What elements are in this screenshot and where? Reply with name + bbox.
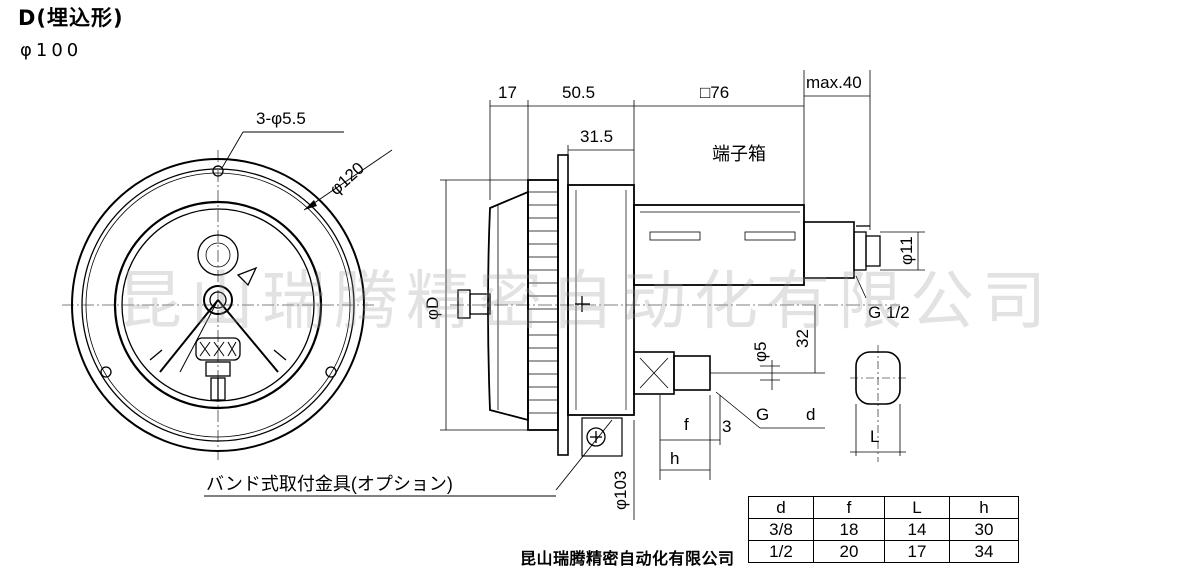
side-view xyxy=(440,70,925,520)
label-f: f xyxy=(684,415,689,434)
table-header-h: h xyxy=(949,496,1019,519)
table-header-f: f xyxy=(813,496,885,519)
label-d: d xyxy=(806,405,815,424)
watermark: 昆山瑞腾精密自动化有限公司 xyxy=(118,265,1054,339)
label-band-note: バンド式取付金具(オプション) xyxy=(206,474,453,494)
label-thread: G 1/2 xyxy=(868,303,910,322)
label-dim-31-5: 31.5 xyxy=(580,127,613,146)
table-row: 3/8 18 14 30 xyxy=(748,518,1019,541)
mounting-hole xyxy=(325,366,337,378)
label-dim-50-5: 50.5 xyxy=(562,83,595,102)
label-L: L xyxy=(870,427,879,446)
page-subtitle: φ100 xyxy=(20,40,83,61)
label-terminal-box: 端子箱 xyxy=(712,144,766,164)
label-sq76: □76 xyxy=(700,83,729,102)
table-cell: 17 xyxy=(884,540,950,563)
label-phi103: φ103 xyxy=(611,471,630,510)
label-phi5: φ5 xyxy=(751,342,770,362)
table-cell: 18 xyxy=(813,518,885,541)
label-dim-3: 3 xyxy=(722,417,731,436)
label-h: h xyxy=(670,449,679,468)
label-max40: max.40 xyxy=(806,73,862,92)
table-header-row: d f L h xyxy=(748,496,1019,519)
page-title: D(埋込形) xyxy=(18,6,124,30)
table-cell: 20 xyxy=(813,540,885,563)
footer-company: 昆山瑞腾精密自动化有限公司 xyxy=(518,545,737,569)
table-cell: 1/2 xyxy=(748,540,814,563)
spec-table: d f L h 3/8 18 14 30 1/2 20 17 34 xyxy=(748,496,1019,563)
table-cell: 30 xyxy=(949,518,1019,541)
nut-end-view xyxy=(850,345,906,462)
table-header-L: L xyxy=(884,496,950,519)
label-dia120: φ120 xyxy=(326,158,368,198)
table-cell: 14 xyxy=(884,518,950,541)
table-cell: 34 xyxy=(949,540,1019,563)
label-dim-17: 17 xyxy=(498,83,517,102)
table-cell: 3/8 xyxy=(748,518,814,541)
front-view xyxy=(62,131,613,491)
label-dim-32: 32 xyxy=(793,329,812,348)
label-phi11: φ11 xyxy=(897,236,916,265)
table-header-d: d xyxy=(748,496,814,519)
mounting-hole xyxy=(100,366,112,378)
label-phiD: φD xyxy=(423,297,442,320)
label-holes: 3-φ5.5 xyxy=(256,109,306,128)
table-row: 1/2 20 17 34 xyxy=(748,540,1019,563)
label-G: G xyxy=(756,405,769,424)
